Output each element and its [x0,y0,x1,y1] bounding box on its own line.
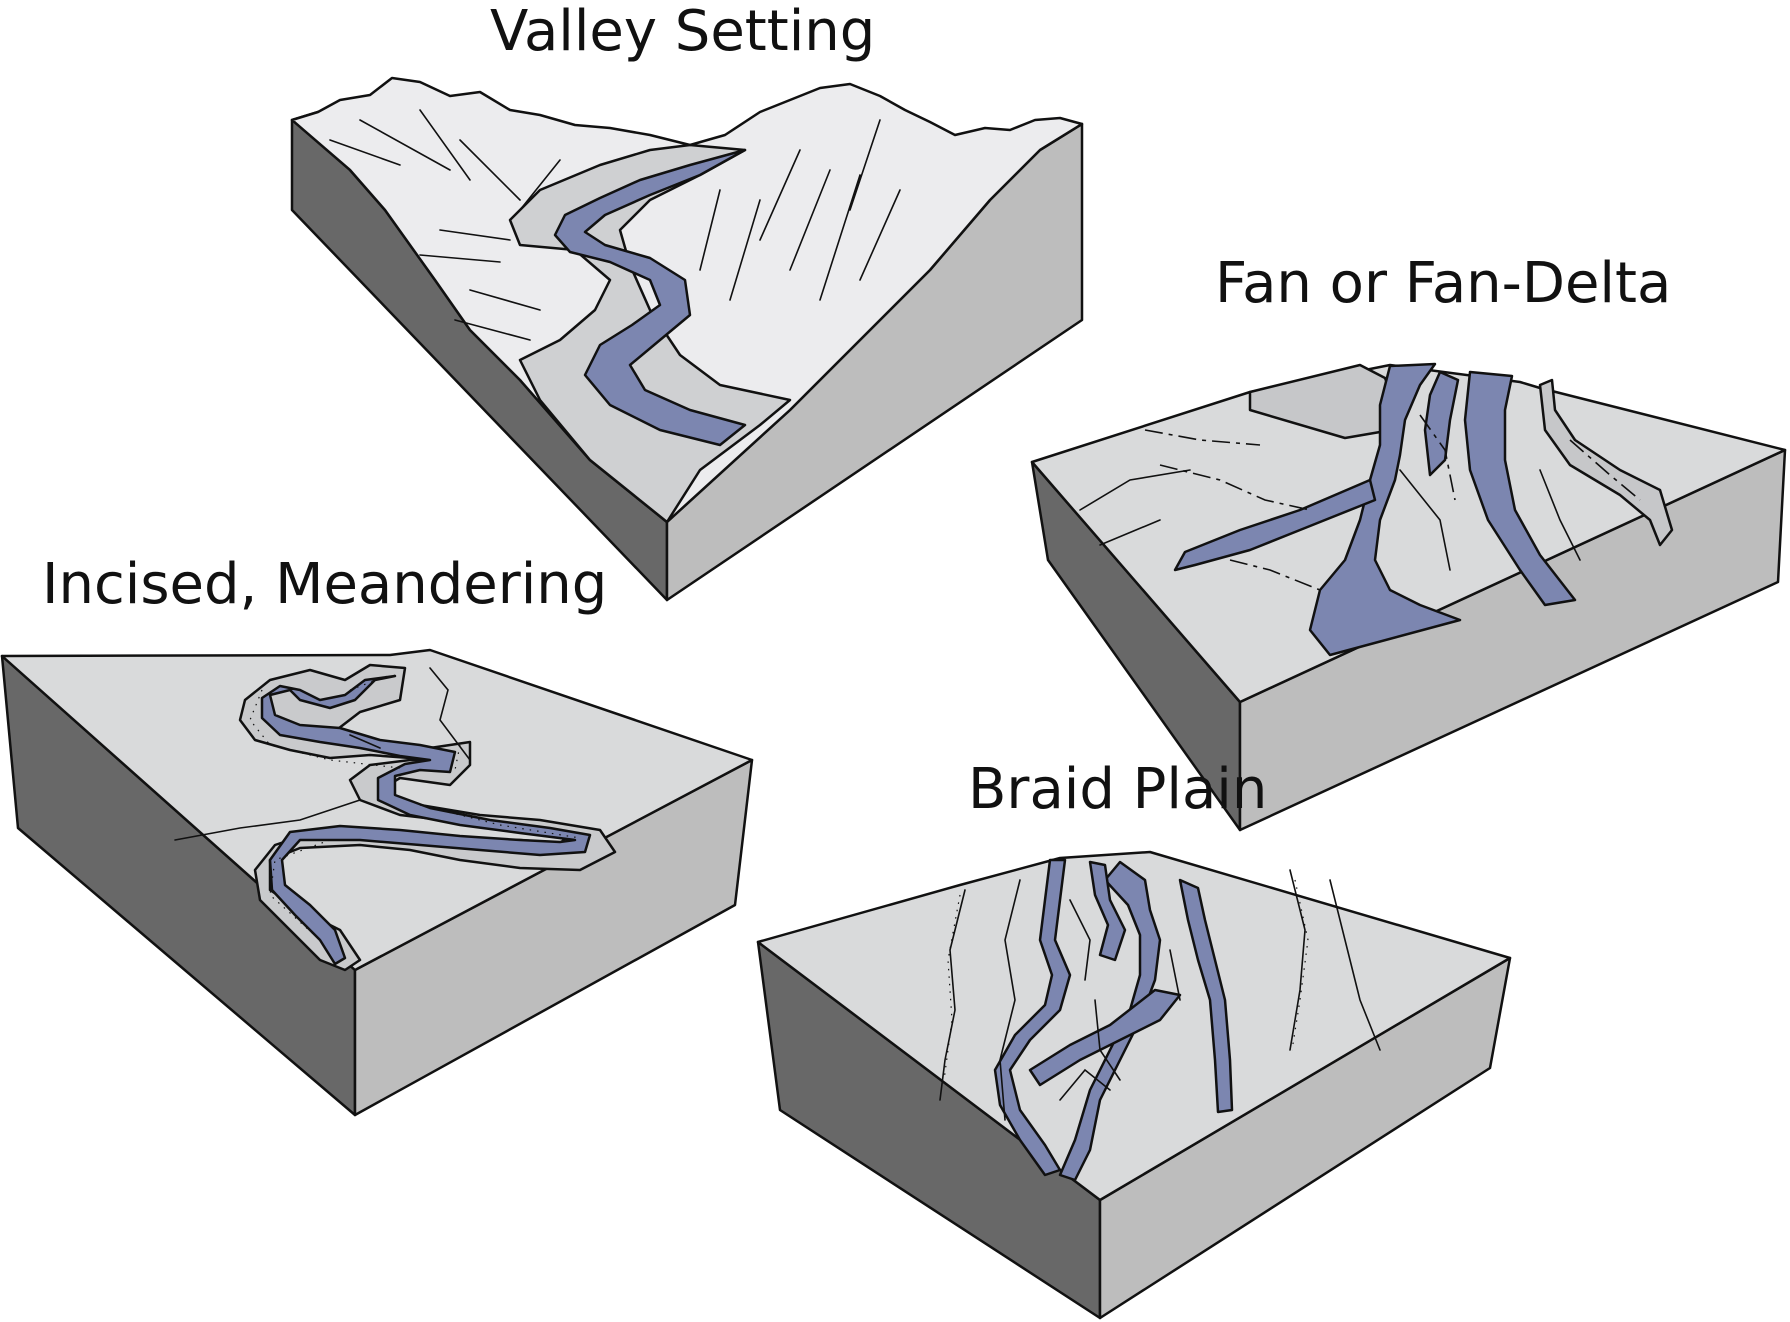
fan-river-mid-branch [1423,370,1460,477]
incised-meandering-block: Incised, Meandering [0,552,754,1117]
fan-river-right-branch [1463,370,1577,607]
fan-contour-lines [1079,469,1581,571]
valley-river [553,148,747,447]
valley-ridge-lines [329,109,901,341]
incised-river [260,674,592,966]
braid-channel-main [1058,860,1162,1182]
braid-plain-block: Braid Plain [756,757,1512,1320]
braid-channel-cross [1028,988,1182,1087]
braid-channel-right [1178,878,1234,1114]
braid-channel-upper [1088,860,1127,962]
label-braid-plain: Braid Plain [968,757,1267,822]
braid-channel-left [993,858,1072,1177]
label-fan-or-fan-delta: Fan or Fan-Delta [1215,251,1671,316]
braid-terrace-lines [939,869,1381,1121]
label-incised-meandering: Incised, Meandering [42,552,607,617]
braid-hatch-marks [943,879,1309,1081]
incised-terrace-lines [174,667,471,841]
fan-right-terrace [1538,378,1674,547]
fan-dashed-lines [1144,414,1641,591]
fan-river-left-branch [1173,478,1377,572]
incised-hatch-marks [249,674,581,941]
fan-delta-block: Fan or Fan-Delta [1030,251,1787,832]
valley-setting-block: Valley Setting [290,0,1084,602]
label-valley-setting: Valley Setting [490,0,875,64]
